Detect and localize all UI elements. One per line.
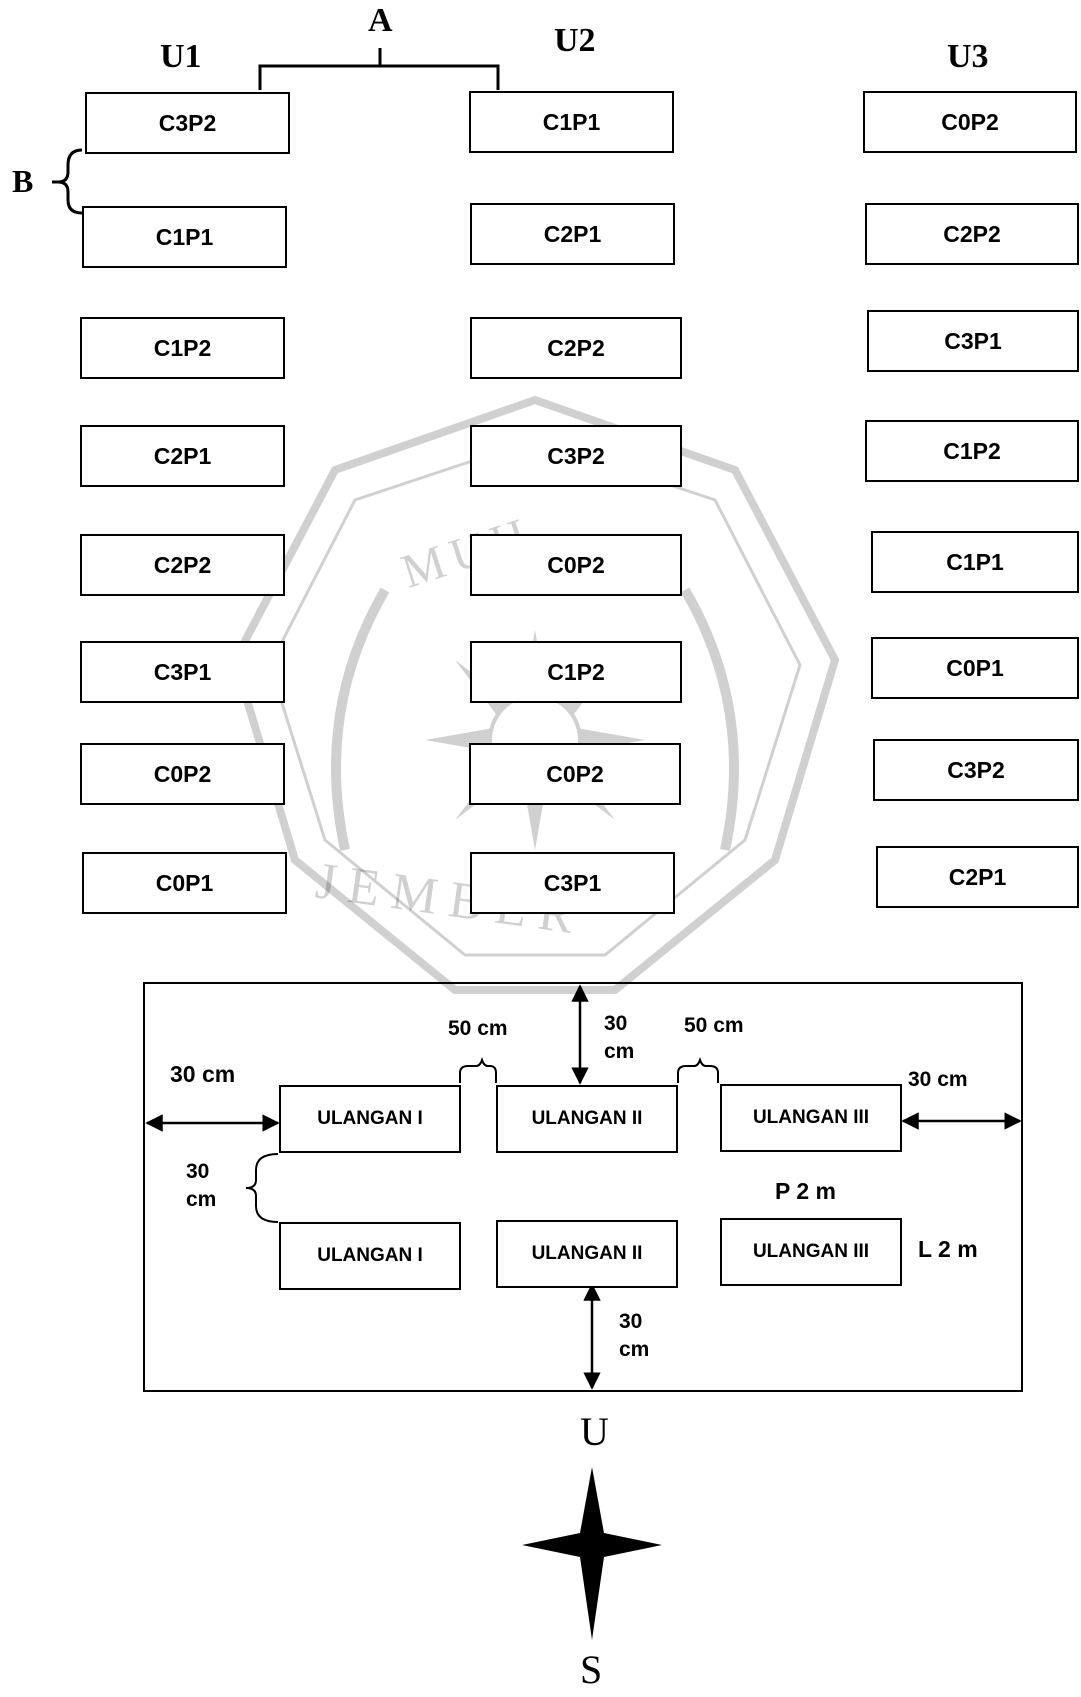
plot-u2-4: C3P2 [470, 425, 682, 487]
row-gap-brace [245, 1153, 279, 1223]
plot-u1-1: C3P2 [85, 92, 290, 154]
plot-u2-8: C3P1 [470, 852, 675, 914]
plot-u3-1: C0P2 [863, 91, 1077, 153]
plot-length-label: P 2 m [775, 1178, 836, 1204]
top-margin-unit: cm [604, 1040, 635, 1063]
top-margin-value: 30 [604, 1012, 628, 1035]
plot-u1-2: C1P1 [82, 206, 287, 268]
plot-u2-2: C2P1 [470, 203, 675, 265]
top-margin-label: 30 cm [604, 1010, 634, 1066]
plot-u1-6: C3P1 [80, 641, 285, 703]
plot-u2-5: C0P2 [470, 534, 682, 596]
plot-u3-4: C1P2 [865, 420, 1079, 482]
field-layout [143, 982, 1023, 1392]
plot-u2-6: C1P2 [470, 641, 682, 703]
replication-bottom-2: ULANGAN II [496, 1220, 678, 1288]
plot-u2-7: C0P2 [469, 743, 681, 805]
label-b: B [12, 163, 34, 199]
plot-u1-3: C1P2 [80, 317, 285, 379]
plot-u3-5: C1P1 [871, 531, 1079, 593]
gap-1-label: 50 cm [448, 1017, 508, 1040]
bottom-margin-value: 30 [619, 1310, 643, 1333]
label-a: A [368, 2, 393, 39]
replication-top-3: ULANGAN III [720, 1084, 902, 1152]
compass-star-icon [522, 1467, 662, 1640]
plot-u1-4: C2P1 [80, 425, 285, 487]
plot-width-label: L 2 m [918, 1236, 978, 1262]
column-header-u2: U2 [554, 22, 596, 59]
gap-brace-1 [459, 1056, 497, 1083]
plot-u3-6: C0P1 [871, 637, 1079, 699]
row-gap-unit: cm [186, 1188, 217, 1211]
row-gap-value: 30 [186, 1160, 210, 1183]
plot-u3-8: C2P1 [876, 846, 1079, 908]
plot-u1-8: C0P1 [82, 852, 287, 914]
b-brace [57, 148, 83, 215]
plot-u3-2: C2P2 [865, 203, 1079, 265]
compass-north-label: U [580, 1409, 609, 1454]
column-header-u1: U1 [160, 38, 202, 75]
replication-bottom-1: ULANGAN I [279, 1222, 461, 1290]
plot-u3-3: C3P1 [867, 310, 1079, 372]
bottom-margin-label: 30 cm [619, 1308, 649, 1364]
column-header-u3: U3 [947, 38, 989, 75]
compass-south-label: S [580, 1647, 603, 1692]
left-margin-label: 30 cm [170, 1061, 236, 1087]
plot-u2-1: C1P1 [469, 91, 674, 153]
right-margin-label: 30 cm [908, 1068, 968, 1091]
row-gap-label: 30 cm [186, 1158, 216, 1214]
gap-2-label: 50 cm [684, 1014, 744, 1037]
plot-u3-7: C3P2 [873, 739, 1079, 801]
gap-brace-2 [677, 1056, 719, 1083]
plot-u2-3: C2P2 [470, 317, 682, 379]
replication-top-2: ULANGAN II [496, 1085, 678, 1153]
plot-u1-5: C2P2 [80, 534, 285, 596]
plot-u1-7: C0P2 [80, 743, 285, 805]
replication-top-1: ULANGAN I [279, 1085, 461, 1153]
a-bracket [258, 48, 500, 90]
bottom-margin-unit: cm [619, 1338, 650, 1361]
replication-bottom-3: ULANGAN III [720, 1218, 902, 1286]
